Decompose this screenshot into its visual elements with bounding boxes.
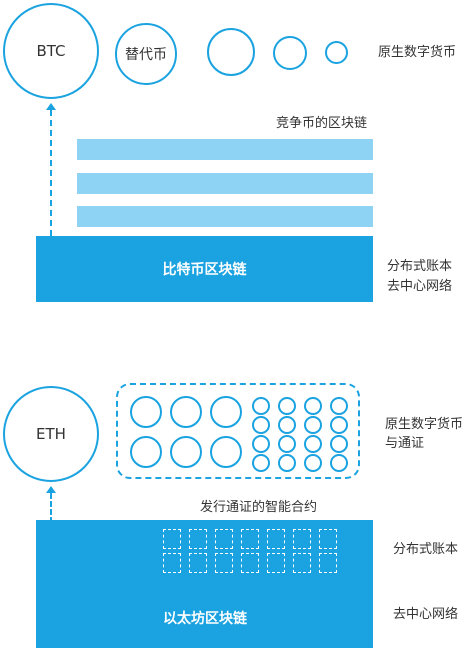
contract-chip xyxy=(319,553,337,573)
token-circle-small xyxy=(278,435,296,453)
token-dashed-box xyxy=(116,383,360,479)
eth-circle xyxy=(3,386,99,482)
token-circle-small xyxy=(330,397,348,415)
bitcoin-chain-label: 比特币区块链 xyxy=(162,262,247,278)
top-decentral-label: 去中心网络 xyxy=(387,279,453,294)
contract-chip xyxy=(267,553,285,573)
contract-chip xyxy=(189,529,207,549)
top-dashed-arrow-line xyxy=(50,110,52,236)
coin-circle-large xyxy=(207,28,255,76)
competing-chain-bar-3 xyxy=(77,206,373,227)
contract-chip xyxy=(163,553,181,573)
top-native-currency-label: 原生数字货币 xyxy=(378,45,457,60)
contract-chip xyxy=(215,553,233,573)
token-circle-small xyxy=(304,454,322,472)
token-circle-large xyxy=(210,396,242,428)
contract-chip xyxy=(163,529,181,549)
contract-chip xyxy=(241,553,259,573)
token-circle-small xyxy=(330,435,348,453)
smart-contract-label: 发行通证的智能合约 xyxy=(200,500,318,515)
contract-chip xyxy=(189,553,207,573)
token-circle-small xyxy=(304,397,322,415)
bitcoin-chain-block: 比特币区块链 xyxy=(36,236,373,302)
bottom-native-currency-label-2: 与通证 xyxy=(385,436,425,451)
btc-circle xyxy=(3,3,99,99)
token-circle-small xyxy=(304,435,322,453)
eth-label: ETH xyxy=(36,425,66,443)
contract-chip xyxy=(241,529,259,549)
contract-chip xyxy=(293,529,311,549)
token-circle-large xyxy=(130,436,162,468)
btc-label: BTC xyxy=(36,42,66,60)
token-circle-small xyxy=(278,416,296,434)
token-circle-large xyxy=(170,436,202,468)
bottom-decentral-label: 去中心网络 xyxy=(393,607,459,622)
token-circle-small xyxy=(304,416,322,434)
altcoin-label: 替代币 xyxy=(125,47,167,63)
competing-chain-bar-2 xyxy=(77,173,373,194)
top-ledger-label: 分布式账本 xyxy=(387,259,453,274)
token-circle-small xyxy=(252,416,270,434)
altcoin-circle xyxy=(115,23,177,85)
token-circle-small xyxy=(278,454,296,472)
token-circle-small xyxy=(330,416,348,434)
contract-chip xyxy=(267,529,285,549)
token-circle-large xyxy=(210,436,242,468)
ethereum-chain-block: 以太坊区块链 xyxy=(36,520,373,648)
ethereum-chain-label: 以太坊区块链 xyxy=(163,611,247,627)
token-circle-small xyxy=(252,397,270,415)
contract-chip xyxy=(215,529,233,549)
coin-circle-medium xyxy=(273,36,307,70)
bottom-ledger-label: 分布式账本 xyxy=(393,542,459,557)
token-circle-small xyxy=(252,435,270,453)
token-circle-small xyxy=(330,454,348,472)
token-circle-small xyxy=(252,454,270,472)
token-circle-small xyxy=(278,397,296,415)
coin-circle-small xyxy=(325,41,348,64)
bottom-dashed-arrow-line xyxy=(50,493,52,523)
competing-chain-bar-1 xyxy=(77,139,373,160)
contract-chip xyxy=(319,529,337,549)
top-arrow-head xyxy=(46,103,56,110)
token-circle-large xyxy=(170,396,202,428)
token-circle-large xyxy=(130,396,162,428)
bottom-arrow-head xyxy=(46,486,56,493)
bottom-native-currency-label-1: 原生数字货币 xyxy=(385,417,464,432)
competing-chain-label: 竞争币的区块链 xyxy=(276,116,368,131)
contract-chip xyxy=(293,553,311,573)
